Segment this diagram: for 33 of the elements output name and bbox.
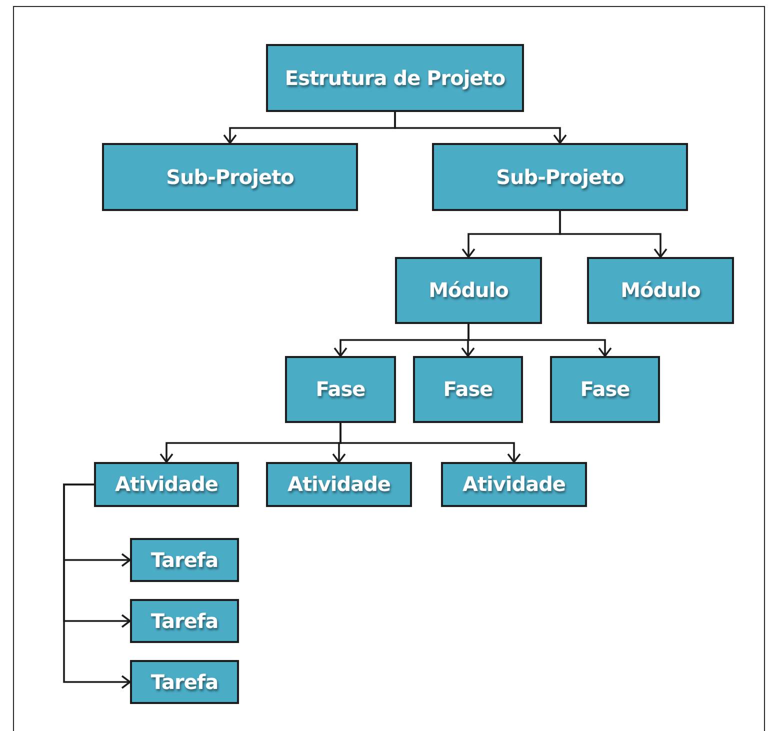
process-box bbox=[102, 143, 358, 211]
process-box bbox=[266, 462, 412, 507]
process-box bbox=[432, 143, 688, 211]
box-label: Tarefa bbox=[150, 548, 218, 572]
process-box bbox=[285, 356, 396, 423]
arrow bbox=[468, 324, 612, 357]
process-box bbox=[94, 462, 239, 507]
arrow bbox=[394, 112, 567, 144]
process-box bbox=[587, 257, 734, 324]
box-label: Atividade bbox=[115, 472, 218, 497]
process-box bbox=[266, 44, 524, 112]
process-box bbox=[413, 356, 523, 423]
box-label: Sub-Projeto bbox=[496, 164, 624, 190]
process-box bbox=[130, 660, 239, 704]
arrow bbox=[559, 211, 668, 258]
box-label: Fase bbox=[316, 377, 366, 402]
process-box bbox=[130, 599, 239, 643]
box-label: Sub-Projeto bbox=[166, 164, 294, 190]
process-box bbox=[130, 538, 239, 582]
box-label: Tarefa bbox=[150, 608, 218, 634]
arrow bbox=[340, 423, 521, 463]
box-label: Tarefa bbox=[150, 670, 218, 694]
process-box bbox=[441, 462, 587, 507]
box-label: Módulo bbox=[428, 278, 508, 303]
process-box bbox=[550, 356, 660, 423]
process-box bbox=[395, 257, 542, 324]
box-label: Fase bbox=[443, 377, 493, 402]
box-label: Estrutura de Projeto bbox=[284, 66, 506, 90]
box-label: Fase bbox=[580, 377, 630, 402]
box-label: Atividade bbox=[288, 472, 390, 497]
box-label: Módulo bbox=[620, 278, 700, 303]
arrow bbox=[63, 484, 131, 689]
box-label: Atividade bbox=[462, 472, 566, 497]
